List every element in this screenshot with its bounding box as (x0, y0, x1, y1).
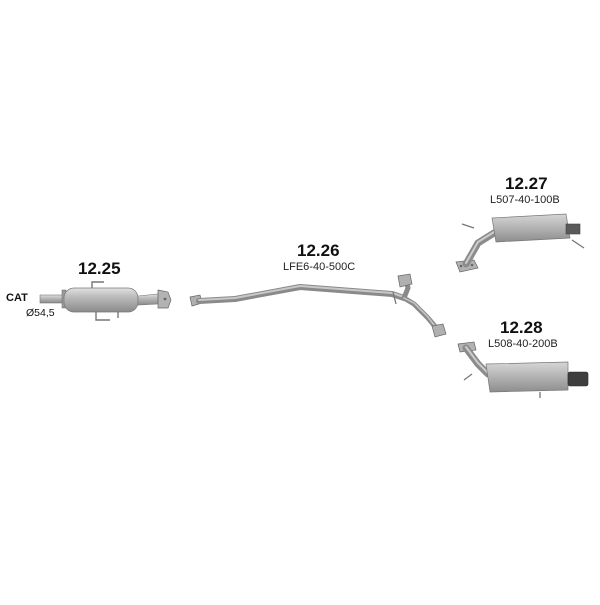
part-12-28-rear-silencer[interactable] (457, 341, 589, 398)
part-number-12-27: 12.27 (505, 174, 548, 193)
part-12-27-rear-silencer[interactable] (455, 213, 585, 273)
part-code-12-27: L507-40-100B (490, 194, 560, 206)
part-12-26-pipe[interactable] (189, 273, 447, 338)
part-12-25-silencer[interactable] (39, 281, 172, 321)
inlet-diameter: Ø54,5 (26, 307, 55, 319)
inlet-label: CAT (6, 292, 28, 304)
part-number-12-28: 12.28 (500, 318, 543, 337)
part-number-12-25: 12.25 (78, 259, 121, 278)
part-number-12-26: 12.26 (297, 241, 340, 260)
part-code-12-26: LFE6-40-500C (283, 261, 356, 273)
part-code-12-28: L508-40-200B (488, 338, 558, 350)
